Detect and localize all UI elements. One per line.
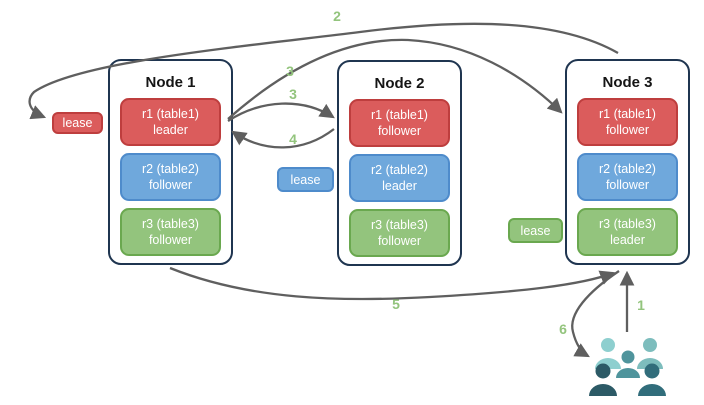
node-3-range-r2: r2 (table2) follower — [577, 153, 678, 201]
range-name: r3 (table3) — [142, 216, 199, 231]
lease-badge-r3: lease — [508, 218, 563, 243]
node-1-range-r3: r3 (table3) follower — [120, 208, 221, 256]
node-3-title: Node 3 — [602, 74, 653, 91]
users-icon — [589, 338, 666, 396]
lease-badge-r1: lease — [52, 112, 103, 134]
range-name: r1 (table1) — [371, 107, 428, 122]
range-role: follower — [148, 233, 193, 247]
range-name: r1 (table1) — [599, 106, 656, 121]
node-1-range-r1: r1 (table1) leader — [120, 98, 221, 146]
range-role: leader — [153, 123, 188, 137]
arrow-3-replicate-to-node2 — [227, 102, 335, 122]
range-role: follower — [377, 234, 422, 248]
step-label-1: 1 — [637, 297, 645, 313]
node-2-range-r1: r1 (table1) follower — [349, 99, 450, 147]
range-role: leader — [610, 233, 645, 247]
range-name: r3 (table3) — [599, 216, 656, 231]
arrow-6-respond-to-client — [571, 270, 620, 358]
node-1: Node 1 r1 (table1) leader r2 (table2) fo… — [108, 59, 233, 265]
node-2-title: Node 2 — [374, 75, 425, 92]
range-name: r2 (table2) — [371, 162, 428, 177]
range-role: leader — [382, 179, 417, 193]
node-1-title: Node 1 — [145, 74, 196, 91]
node-2-range-r3: r3 (table3) follower — [349, 209, 450, 257]
range-name: r1 (table1) — [142, 106, 199, 121]
node-2-range-r2: r2 (table2) leader — [349, 154, 450, 202]
step-label-5: 5 — [392, 296, 400, 312]
range-role: follower — [377, 124, 422, 138]
node-3-range-r3: r3 (table3) leader — [577, 208, 678, 256]
range-role: follower — [148, 178, 193, 192]
lease-badge-r2: lease — [277, 167, 334, 192]
node-1-range-r2: r2 (table2) follower — [120, 153, 221, 201]
range-name: r2 (table2) — [142, 161, 199, 176]
arrow-4-ack-to-leader — [231, 128, 335, 149]
node-3: Node 3 r1 (table1) follower r2 (table2) … — [565, 59, 690, 265]
range-role: follower — [605, 178, 650, 192]
node-2: Node 2 r1 (table1) follower r2 (table2) … — [337, 60, 462, 266]
range-name: r3 (table3) — [371, 217, 428, 232]
range-name: r2 (table2) — [599, 161, 656, 176]
arrow-5-respond-to-gateway — [169, 266, 616, 301]
step-label-3a: 3 — [286, 63, 294, 79]
step-label-3b: 3 — [289, 86, 297, 102]
step-label-4: 4 — [289, 131, 297, 147]
step-label-6: 6 — [559, 321, 567, 337]
step-label-2: 2 — [333, 8, 341, 24]
range-role: follower — [605, 123, 650, 137]
node-3-range-r1: r1 (table1) follower — [577, 98, 678, 146]
